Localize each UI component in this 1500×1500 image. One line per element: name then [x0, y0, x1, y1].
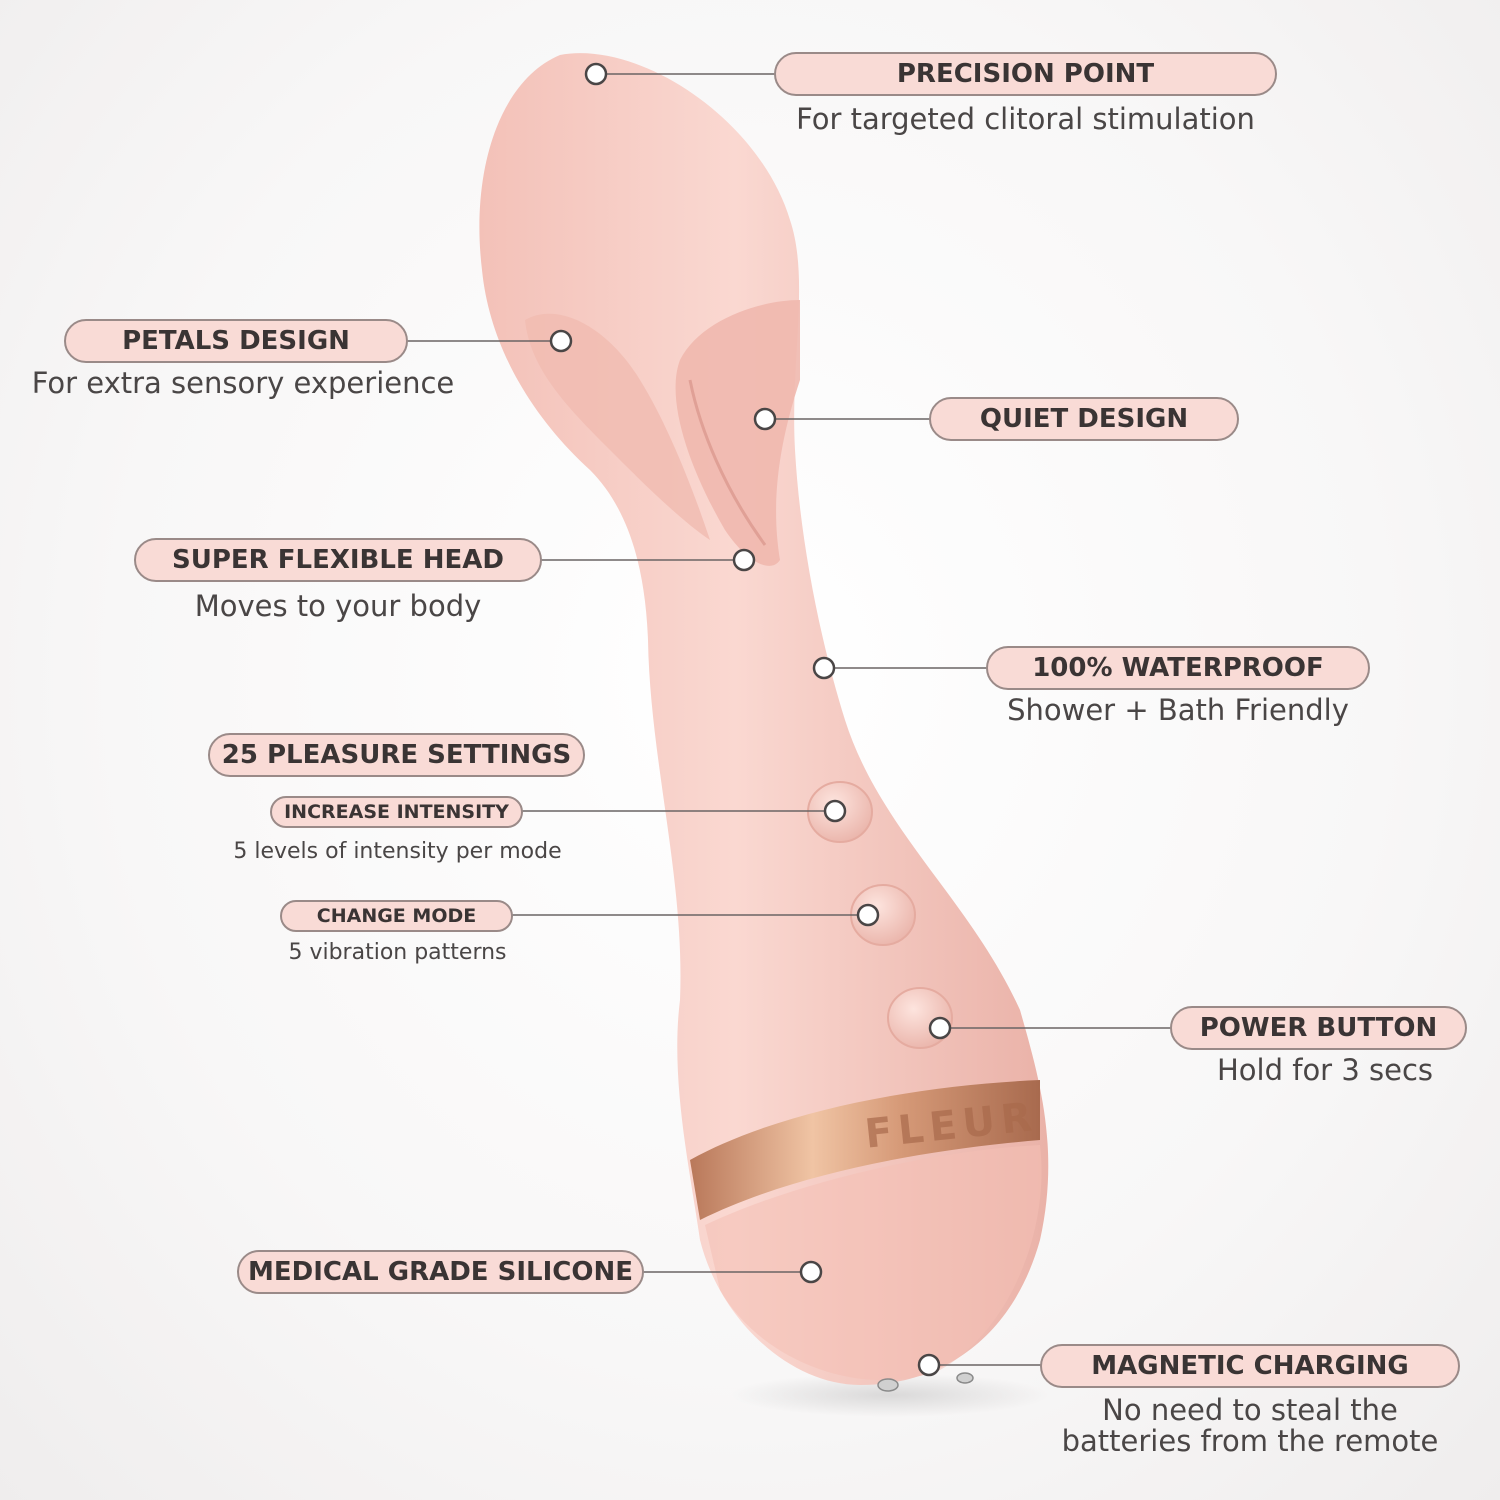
petals-design-desc: For extra sensory experience — [31, 366, 455, 400]
increase-intensity-button[interactable] — [807, 781, 873, 843]
change-mode-label: CHANGE MODE — [280, 900, 513, 932]
magnetic-charging-label: MAGNETIC CHARGING — [1040, 1344, 1460, 1388]
petals-design-label: PETALS DESIGN — [64, 319, 408, 363]
medical-silicone-label: MEDICAL GRADE SILICONE — [237, 1250, 644, 1294]
product-shadow — [730, 1373, 1050, 1417]
increase-intensity-label: INCREASE INTENSITY — [270, 796, 523, 828]
pleasure-settings-label: 25 PLEASURE SETTINGS — [208, 733, 585, 777]
flexible-head-desc: Moves to your body — [194, 589, 482, 623]
flexible-head-label: SUPER FLEXIBLE HEAD — [134, 538, 542, 582]
precision-point-label: PRECISION POINT — [774, 52, 1277, 96]
copper-band — [690, 1080, 1040, 1220]
waterproof-desc: Shower + Bath Friendly — [1007, 693, 1349, 727]
quiet-design-label: QUIET DESIGN — [929, 397, 1239, 441]
change-mode-desc: 5 vibration patterns — [288, 940, 507, 965]
base-cap — [705, 1145, 1042, 1381]
precision-point-desc: For targeted clitoral stimulation — [796, 102, 1255, 136]
increase-intensity-desc: 5 levels of intensity per mode — [233, 839, 562, 864]
waterproof-label: 100% WATERPROOF — [986, 646, 1370, 690]
power-button-desc: Hold for 3 secs — [1217, 1053, 1433, 1087]
petal-left — [525, 313, 710, 540]
petal-crease — [688, 379, 767, 546]
power-button[interactable] — [887, 987, 953, 1049]
petal-right — [675, 300, 800, 566]
charging-contact — [956, 1372, 974, 1384]
magnetic-charging-desc-line2: batteries from the remote — [1061, 1424, 1439, 1458]
change-mode-button[interactable] — [850, 884, 916, 946]
magnetic-charging-desc-line1: No need to steal the — [1102, 1393, 1398, 1427]
charging-contact — [877, 1378, 899, 1392]
power-button-label: POWER BUTTON — [1170, 1006, 1467, 1050]
